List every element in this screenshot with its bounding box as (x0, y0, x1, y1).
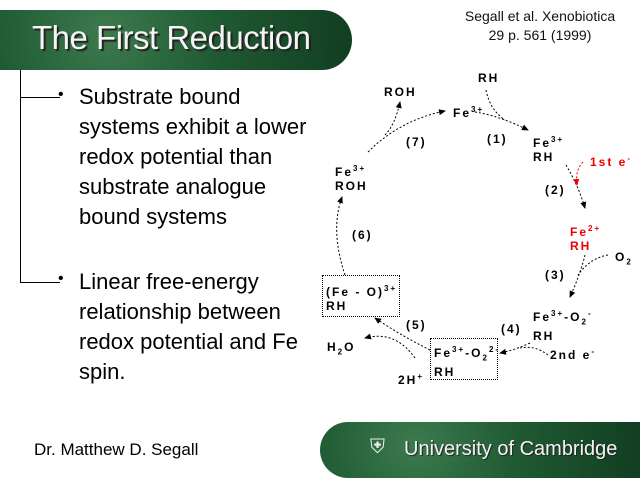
footer-banner (320, 422, 640, 478)
step-2-label: (2) (545, 183, 566, 197)
step-1-label: (1) (487, 132, 508, 146)
protons-label: 2H+ (398, 372, 425, 387)
citation-line-2: 29 p. 561 (1999) (488, 27, 592, 43)
bullet-2: Linear free-energy relationship between … (79, 269, 298, 384)
bracket-line (20, 70, 21, 282)
first-electron-label: 1st e- (590, 154, 633, 169)
step-7-label: (7) (406, 135, 427, 149)
university-name: University of Cambridge (404, 438, 618, 460)
rh-substrate-label: RH (478, 71, 500, 85)
step-6-label: (6) (352, 228, 373, 242)
ferryl-label: (Fe - O)3+RH (326, 284, 398, 313)
roh-product-label: ROH (384, 85, 417, 99)
second-electron-label: 2nd e- (550, 347, 597, 362)
fe3-roh-label: Fe3+ROH (335, 164, 368, 193)
slide-title: The First Reduction (32, 19, 311, 56)
title-banner (0, 10, 352, 70)
step-3-label: (3) (545, 268, 566, 282)
o2-label: O2 (615, 250, 633, 267)
bracket-tick-2 (20, 282, 60, 283)
author: Dr. Matthew D. Segall (34, 440, 199, 459)
bullet-1: Substrate bound systems exhibit a lower … (79, 84, 307, 229)
fe3-resting-label: Fe3+ (453, 105, 485, 120)
peroxo-box (430, 338, 498, 380)
bracket-tick-1 (20, 97, 60, 98)
citation-line-1: Segall et al. Xenobiotica (464, 8, 616, 24)
step-5-label: (5) (406, 318, 427, 332)
water-label: H2O (327, 340, 356, 357)
fe3-peroxo-label: Fe3+-O22-RH (434, 345, 501, 380)
bullet-dot-icon: • (58, 86, 64, 103)
fe3-superoxide-label: Fe3+-O2-RH (533, 309, 593, 344)
fe3-rh-label: Fe3+RH (533, 135, 565, 164)
fe2-rh-label: Fe2+RH (570, 224, 602, 253)
step-4-label: (4) (501, 322, 522, 336)
university-crest-icon: ⛨ (370, 436, 385, 458)
ferryl-box (322, 275, 400, 317)
citation: Segall et al. Xenobiotica 29 p. 561 (199… (440, 7, 640, 45)
bullet-dot-icon: • (58, 270, 64, 287)
